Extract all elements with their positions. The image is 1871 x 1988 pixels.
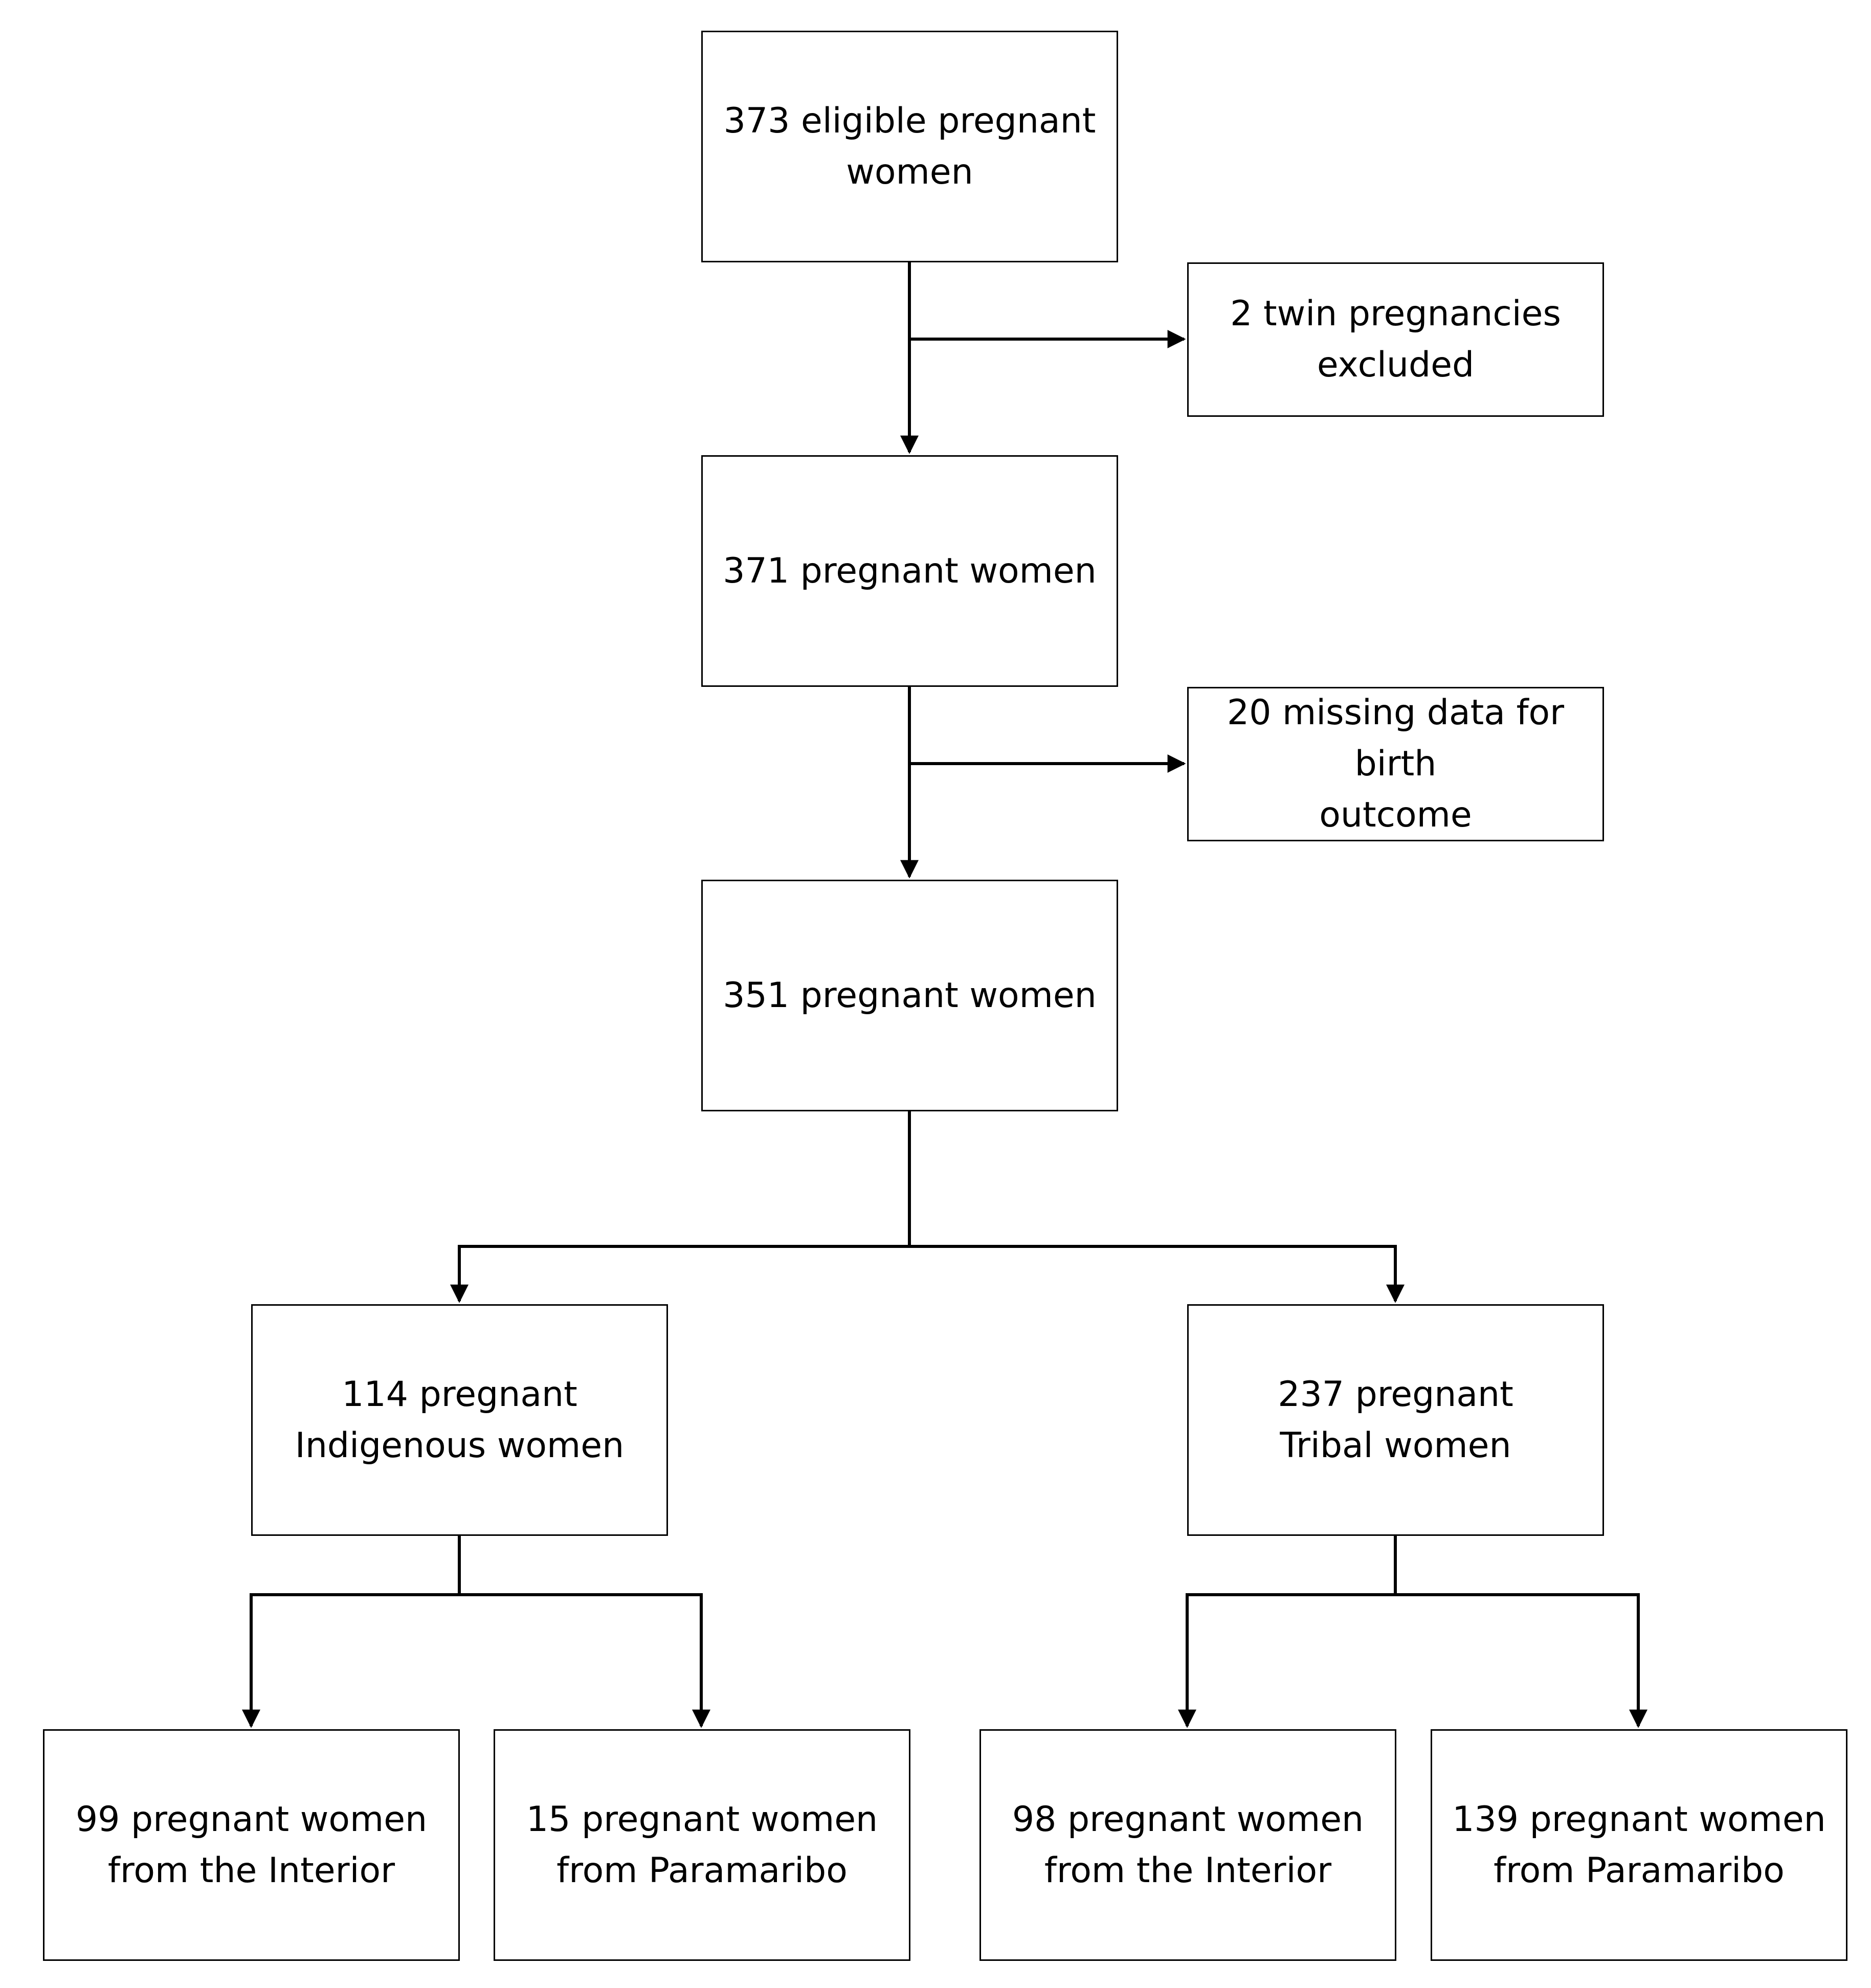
box-indigenous-interior-label: 99 pregnant women from the Interior [75, 1799, 428, 1891]
box-eligible-women-label: 373 eligible pregnant women [723, 100, 1096, 192]
arrow-to-tribal-paramaribo [1395, 1593, 1647, 1728]
arrow-to-tribal [909, 1245, 1405, 1303]
arrow-to-indigenous-paramaribo [459, 1593, 710, 1728]
box-371-women-label: 371 pregnant women [723, 550, 1097, 591]
box-indigenous-paramaribo: 15 pregnant women from Paramaribo [494, 1729, 910, 1961]
box-eligible-women: 373 eligible pregnant women [701, 31, 1118, 262]
box-missing-outcome-label: 20 missing data for birth outcome [1227, 693, 1565, 835]
box-tribal-women: 237 pregnant Tribal women [1187, 1304, 1604, 1536]
box-351-women-label: 351 pregnant women [723, 975, 1097, 1016]
box-tribal-women-label: 237 pregnant Tribal women [1278, 1374, 1513, 1466]
box-tribal-interior-label: 98 pregnant women from the Interior [1012, 1799, 1364, 1891]
box-tribal-paramaribo-label: 139 pregnant women from Paramaribo [1452, 1799, 1826, 1891]
box-tribal-paramaribo: 139 pregnant women from Paramaribo [1431, 1729, 1847, 1961]
box-indigenous-women: 114 pregnant Indigenous women [251, 1304, 668, 1536]
box-twin-excluded: 2 twin pregnancies excluded [1187, 262, 1604, 417]
arrow-to-indigenous-interior [242, 1593, 459, 1728]
box-tribal-interior: 98 pregnant women from the Interior [979, 1729, 1396, 1961]
box-twin-excluded-label: 2 twin pregnancies excluded [1230, 294, 1561, 385]
box-indigenous-women-label: 114 pregnant Indigenous women [295, 1374, 625, 1466]
box-351-women: 351 pregnant women [701, 880, 1118, 1111]
box-371-women: 371 pregnant women [701, 455, 1118, 687]
arrow-to-indigenous [450, 1245, 909, 1303]
box-missing-outcome: 20 missing data for birth outcome [1187, 687, 1604, 841]
arrow-to-tribal-interior [1178, 1593, 1395, 1728]
box-indigenous-paramaribo-label: 15 pregnant women from Paramaribo [526, 1799, 878, 1891]
box-indigenous-interior: 99 pregnant women from the Interior [43, 1729, 460, 1961]
